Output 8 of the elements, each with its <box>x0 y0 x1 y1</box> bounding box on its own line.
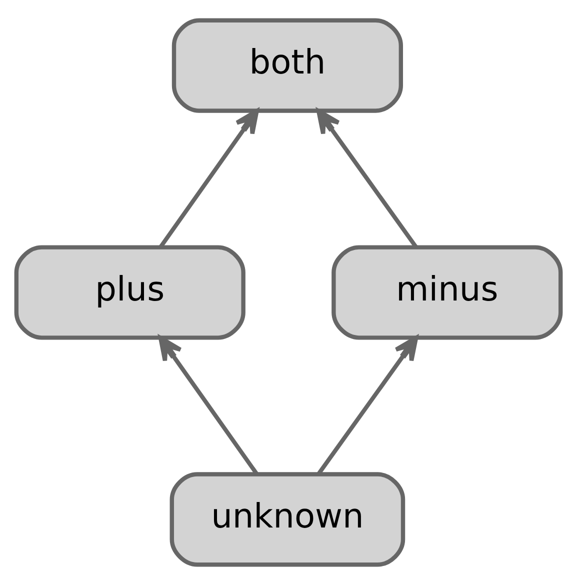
arrow <box>316 336 418 476</box>
arrow <box>316 108 418 248</box>
node-box: unknown <box>170 472 406 567</box>
node-box: plus <box>14 245 246 340</box>
node-box: both <box>172 18 404 113</box>
arrow <box>158 336 258 476</box>
node-box: minus <box>332 245 563 340</box>
arrow <box>158 108 259 248</box>
